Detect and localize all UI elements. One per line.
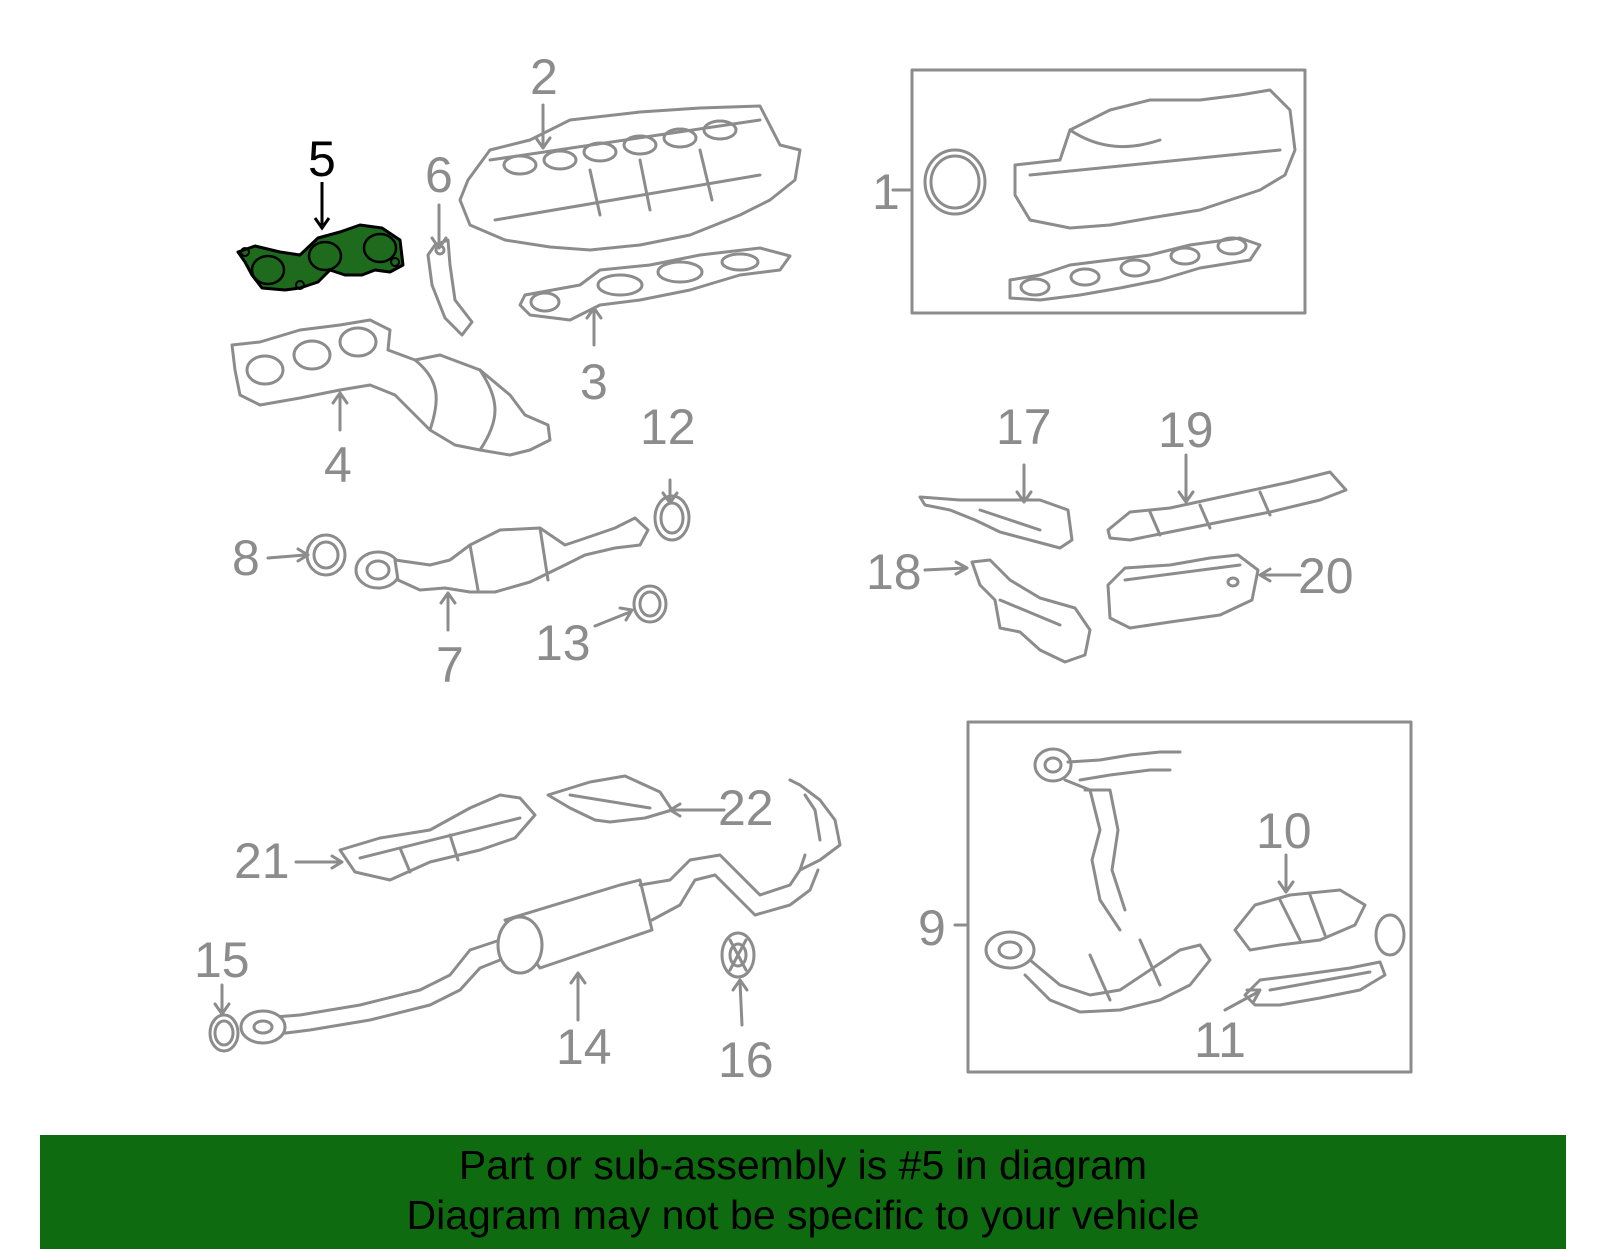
- callout-22[interactable]: 22: [718, 780, 774, 836]
- callout-8[interactable]: 8: [232, 530, 260, 586]
- part-21-heat-shield[interactable]: [338, 793, 537, 882]
- part-20-heat-shield[interactable]: [1106, 553, 1260, 630]
- callout-6[interactable]: 6: [425, 147, 453, 203]
- part-14-muffler-assembly[interactable]: [239, 778, 842, 1045]
- callout-1[interactable]: 1: [872, 164, 900, 220]
- info-banner: Part or sub-assembly is #5 in diagram Di…: [40, 1135, 1566, 1249]
- part-15-gasket-ring[interactable]: [208, 1013, 240, 1053]
- part-11-heat-shield[interactable]: [1243, 960, 1387, 1007]
- part-12-gasket-ring[interactable]: [653, 494, 691, 542]
- callout-10[interactable]: 10: [1256, 803, 1312, 859]
- part-10-heat-shield[interactable]: [1233, 888, 1406, 957]
- part-6-bracket[interactable]: [426, 238, 474, 337]
- callout-15[interactable]: 15: [194, 932, 250, 988]
- part-2-intake-manifold[interactable]: [458, 104, 802, 252]
- part-1-group-box: [910, 68, 1307, 315]
- callout-19[interactable]: 19: [1158, 402, 1214, 458]
- callout-2[interactable]: 2: [530, 49, 558, 105]
- part-5-exhaust-manifold-gasket[interactable]: [236, 182, 405, 292]
- part-3-manifold-gasket[interactable]: [518, 246, 792, 322]
- part-4-exhaust-manifold-converter[interactable]: [230, 318, 552, 457]
- part-8-gasket-ring[interactable]: [305, 533, 347, 577]
- banner-line-disclaimer: Diagram may not be specific to your vehi…: [406, 1192, 1200, 1238]
- callout-12[interactable]: 12: [640, 399, 696, 455]
- banner-line-part-number: Part or sub-assembly is #5 in diagram: [458, 1142, 1148, 1188]
- part-22-heat-shield[interactable]: [546, 774, 674, 824]
- callout-20[interactable]: 20: [1298, 548, 1354, 604]
- callout-11[interactable]: 11: [1194, 1012, 1246, 1068]
- callout-13[interactable]: 13: [535, 615, 591, 671]
- part-9-y-pipe[interactable]: [984, 747, 1212, 1014]
- callout-4[interactable]: 4: [324, 437, 352, 493]
- callout-9[interactable]: 9: [918, 900, 946, 956]
- part-1-intake-assembly[interactable]: [923, 88, 1297, 302]
- part-17-heat-shield[interactable]: [918, 495, 1074, 550]
- callout-3[interactable]: 3: [580, 354, 608, 410]
- part-7-front-pipe[interactable]: [354, 516, 650, 594]
- callout-7[interactable]: 7: [436, 637, 464, 693]
- part-9-group-box: [966, 720, 1413, 1074]
- callout-14[interactable]: 14: [556, 1019, 612, 1075]
- callout-16[interactable]: 16: [718, 1032, 774, 1088]
- callout-18[interactable]: 18: [866, 544, 922, 600]
- part-13-gasket-ring[interactable]: [632, 584, 668, 624]
- callout-21[interactable]: 21: [234, 833, 290, 889]
- part-16-hanger[interactable]: [720, 931, 756, 979]
- leader-lines: [213, 103, 1302, 1027]
- part-18-heat-shield[interactable]: [970, 558, 1092, 664]
- part-19-heat-shield[interactable]: [1106, 470, 1348, 542]
- callout-5-highlighted[interactable]: 5: [308, 131, 336, 187]
- callout-17[interactable]: 17: [996, 399, 1052, 455]
